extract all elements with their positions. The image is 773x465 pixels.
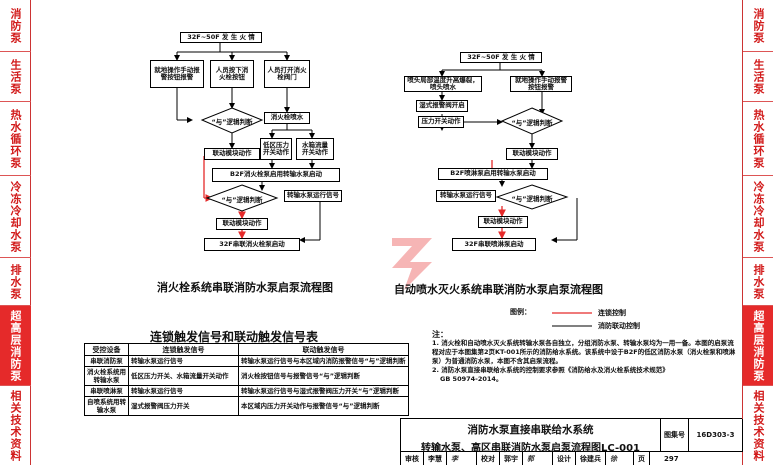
tab-chilled-water-pump[interactable]: 冷冻冷却水泵 bbox=[0, 176, 31, 258]
flow2-and-logic-1: “与”逻辑判断 bbox=[511, 119, 553, 127]
table-row: 串联喷淋泵 转输水泵运行信号 转输水泵运行信号与湿式报警阀压力开关“与”逻辑判断 bbox=[84, 385, 409, 397]
flow1-b2f-transfer-pump: B2F消火栓泵启用转输水泵启动 bbox=[212, 168, 340, 182]
checker-name: 郭宇 bbox=[500, 452, 523, 465]
flow1-title: 消火栓系统串联消防水泵启泵流程图 bbox=[157, 281, 333, 294]
tab-domestic-pump[interactable]: 生活泵 bbox=[0, 52, 31, 102]
flow2-b2f-transfer-pump: B2F喷淋泵启用转输水泵启动 bbox=[438, 168, 548, 180]
flow2-pressure-switch: 压力开关动作 bbox=[418, 116, 464, 128]
tab-high-rise-fire-pump[interactable]: 超高层消防泵 bbox=[0, 306, 31, 386]
flow2-link-module-2: 联动模块动作 bbox=[478, 216, 528, 228]
table-row: 串联消防泵 转输水泵运行信号 转输水泵运行信号与本区域内消防报警信号“与”逻辑判… bbox=[84, 355, 409, 367]
tab-hot-water-pump[interactable]: 热水循环泵 bbox=[743, 102, 773, 176]
check-label: 校对 bbox=[477, 452, 500, 465]
flow1-and-logic-1: “与”逻辑判断 bbox=[211, 118, 253, 126]
stamp-watermark bbox=[392, 238, 432, 290]
flow1-manual-alarm: 就地操作手动报警按钮报警 bbox=[150, 60, 204, 88]
flow1-transfer-run-signal: 转输水泵运行信号 bbox=[284, 190, 342, 202]
tab-domestic-pump[interactable]: 生活泵 bbox=[743, 52, 773, 102]
signal-table: 受控设备 连锁触发信号 联动触发信号 串联消防泵 转输水泵运行信号 转输水泵运行… bbox=[84, 343, 409, 416]
flow2-sprinkler-burst: 喷头局部温度升高爆裂，喷头喷水 bbox=[404, 76, 482, 92]
note-2: 2. 消防水泵直接串联给水系统的控制要求参照《消防给水及消火栓系统技术规范》 bbox=[432, 366, 669, 374]
tab-hot-water-pump[interactable]: 热水循环泵 bbox=[0, 102, 31, 176]
left-side-tabs: 消防泵 生活泵 热水循环泵 冷冻冷却水泵 排水泵 超高层消防泵 相关技术资料 bbox=[0, 0, 31, 465]
page-label: 页 bbox=[634, 452, 650, 465]
tab-chilled-water-pump[interactable]: 冷冻冷却水泵 bbox=[743, 176, 773, 258]
atlas-number: 16D303-3 bbox=[689, 419, 743, 452]
flow2-and-logic-2: “与”逻辑判断 bbox=[511, 195, 553, 203]
drawing-title-line2: 转输水泵、高区串联消防水泵启泵流程图LC-001 bbox=[421, 443, 640, 454]
title-block: 消防水泵直接串联给水系统 转输水泵、高区串联消防水泵启泵流程图LC-001 图集… bbox=[400, 418, 743, 465]
flow1-and-logic-2: “与”逻辑判断 bbox=[221, 196, 263, 204]
flow1-fire-start: 32F~50F 发 生 火 情 bbox=[180, 32, 262, 43]
note-1: 1. 消火栓和自动喷水灭火系统转输水泵各自独立，分组消防水泵、转输水泵均为一用一… bbox=[432, 339, 736, 365]
flow-connectors bbox=[174, 43, 592, 327]
flow1-open-valve: 人员打开消火栓阀门 bbox=[264, 60, 310, 88]
page-number: 297 bbox=[664, 455, 679, 463]
legend-title: 图例： bbox=[510, 308, 531, 316]
table-row: 自喷系统用转输水泵 湿式报警阀压力开关 本区域内压力开关动作与报警信号“与”逻辑… bbox=[84, 396, 409, 416]
table-header: 受控设备 bbox=[84, 343, 129, 356]
flow2-wet-alarm-valve: 湿式报警阀开启 bbox=[416, 100, 468, 112]
reviewer-signature: 李 bbox=[447, 452, 477, 465]
notes-title: 注： bbox=[432, 330, 448, 339]
drawing-title-line1: 消防水泵直接串联给水系统 bbox=[467, 424, 594, 436]
designer-signature: 徐 bbox=[606, 452, 634, 465]
right-side-tabs: 消防泵 生活泵 热水循环泵 冷冻冷却水泵 排水泵 超高层消防泵 相关技术资料 bbox=[742, 0, 773, 465]
designer-name: 徐建兵 bbox=[576, 452, 606, 465]
flow1-link-module-2: 联动模块动作 bbox=[216, 218, 268, 230]
title-block-main: 消防水泵直接串联给水系统 转输水泵、高区串联消防水泵启泵流程图LC-001 bbox=[401, 419, 661, 454]
tab-technical-docs[interactable]: 相关技术资料 bbox=[9, 389, 22, 462]
flow1-press-button: 人员按下消火栓按钮 bbox=[210, 60, 254, 88]
title-block-signatures: 审核 李慧 李 校对 郭宇 郭 设计 徐建兵 徐 页 297 bbox=[401, 452, 743, 465]
note-3: GB 50974-2014。 bbox=[440, 375, 503, 383]
tab-drain-pump[interactable]: 排水泵 bbox=[0, 258, 31, 306]
review-label: 审核 bbox=[401, 452, 424, 465]
flow2-title: 自动喷水灭火系统串联消防水泵启泵流程图 bbox=[394, 283, 603, 296]
tab-technical-docs[interactable]: 相关技术资料 bbox=[752, 389, 765, 462]
flow1-hydrant-spray: 消火栓喷水 bbox=[264, 112, 310, 124]
reviewer-name: 李慧 bbox=[424, 452, 447, 465]
flow2-fire-start: 32F~50F 发 生 火 情 bbox=[460, 52, 542, 63]
flow2-series-sprinkler-pump: 32F串联喷淋泵启动 bbox=[452, 238, 536, 251]
flow1-pressure-switch: 低区压力开关动作 bbox=[260, 138, 292, 160]
drawing-sheet: 32F~50F 发 生 火 情 就地操作手动报警按钮报警 人员按下消火栓按钮 人… bbox=[32, 0, 743, 465]
atlas-label: 图集号 bbox=[661, 419, 689, 452]
flow2-transfer-run-signal: 转输水泵运行信号 bbox=[436, 190, 496, 202]
flow1-flow-switch: 水箱流量开关动作 bbox=[296, 138, 334, 160]
flow2-manual-alarm: 就地操作手动报警按钮报警 bbox=[510, 76, 572, 92]
flow1-link-module: 联动模块动作 bbox=[204, 148, 260, 160]
table-header-row: 受控设备 连锁触发信号 联动触发信号 bbox=[84, 343, 409, 356]
notes: 注： 1. 消火栓和自动喷水灭火系统转输水泵各自独立，分组消防水泵、转输水泵均为… bbox=[432, 330, 737, 384]
table-row: 消火栓系统用转输水泵 低区压力开关、水箱流量开关动作 消火栓按钮信号与报警信号“… bbox=[84, 366, 409, 386]
tab-drain-pump[interactable]: 排水泵 bbox=[743, 258, 773, 306]
legend-interlock: 连锁控制 bbox=[598, 309, 626, 317]
checker-signature: 郭 bbox=[523, 452, 553, 465]
table-header: 连锁触发信号 bbox=[128, 343, 239, 356]
table-header: 联动触发信号 bbox=[238, 343, 409, 356]
legend-linkage: 消防联动控制 bbox=[598, 322, 640, 330]
tab-fire-pump[interactable]: 消防泵 bbox=[0, 0, 31, 52]
tab-fire-pump[interactable]: 消防泵 bbox=[743, 0, 773, 52]
signal-table-title: 连锁触发信号和联动触发信号表 bbox=[150, 330, 319, 344]
design-label: 设计 bbox=[553, 452, 576, 465]
tab-high-rise-fire-pump[interactable]: 超高层消防泵 bbox=[743, 306, 773, 386]
flow2-link-module: 联动模块动作 bbox=[506, 148, 558, 160]
flow1-series-hydrant-pump: 32F串联消火栓泵启动 bbox=[204, 238, 300, 251]
